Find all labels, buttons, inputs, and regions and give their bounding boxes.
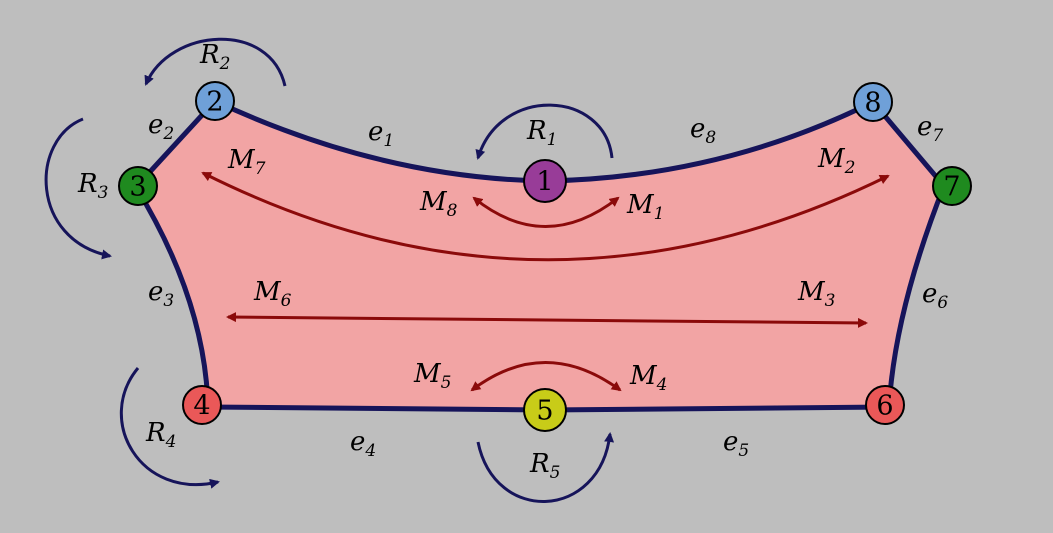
node-7: 7 <box>932 166 972 206</box>
label-r3: R3 <box>77 169 108 203</box>
label-r1: R1 <box>526 116 557 150</box>
label-m4: M4 <box>629 361 667 395</box>
svg-text:6: 6 <box>876 391 893 422</box>
label-e8: e8 <box>690 114 716 148</box>
move-arrow-m4-m5 <box>470 361 622 392</box>
label-m7: M7 <box>227 145 266 179</box>
node-1: 1 <box>523 159 567 203</box>
svg-text:3: 3 <box>129 172 146 203</box>
node-4: 4 <box>182 385 222 425</box>
label-e5: e5 <box>723 427 749 461</box>
label-e6: e6 <box>922 279 948 313</box>
node-6: 6 <box>865 385 905 425</box>
move-arrow-m1-m8 <box>472 196 620 228</box>
label-e2: e2 <box>148 110 174 144</box>
svg-text:5: 5 <box>536 396 553 427</box>
node-5: 5 <box>523 388 567 432</box>
svg-text:8: 8 <box>864 88 881 119</box>
move-arrow-m3-m6 <box>226 312 868 328</box>
svg-text:2: 2 <box>206 87 223 118</box>
label-m1: M1 <box>626 190 664 224</box>
node-3: 3 <box>118 166 158 206</box>
label-e3: e3 <box>148 277 174 311</box>
label-r5: R5 <box>529 449 560 483</box>
rotation-arrow-r3 <box>44 117 112 260</box>
move-arrow-m2-m7 <box>201 171 890 262</box>
label-m3: M3 <box>797 277 835 311</box>
rotation-arrow-r2 <box>144 37 287 87</box>
label-m5: M5 <box>413 359 451 393</box>
label-m2: M2 <box>817 144 855 178</box>
rotation-arrow-r1 <box>475 103 614 160</box>
rotation-arrow-r5 <box>476 432 615 503</box>
label-e4: e4 <box>350 427 376 461</box>
label-e7: e7 <box>917 112 943 146</box>
label-r4: R4 <box>145 418 176 452</box>
svg-text:4: 4 <box>193 391 210 422</box>
node-2: 2 <box>195 81 235 121</box>
node-8: 8 <box>853 82 893 122</box>
label-r2: R2 <box>199 40 230 74</box>
label-m8: M8 <box>419 187 458 221</box>
svg-text:1: 1 <box>536 167 553 198</box>
rotation-arrow-r4 <box>119 367 220 489</box>
svg-text:7: 7 <box>943 172 960 203</box>
label-m6: M6 <box>253 277 292 311</box>
label-e1: e1 <box>368 117 394 151</box>
